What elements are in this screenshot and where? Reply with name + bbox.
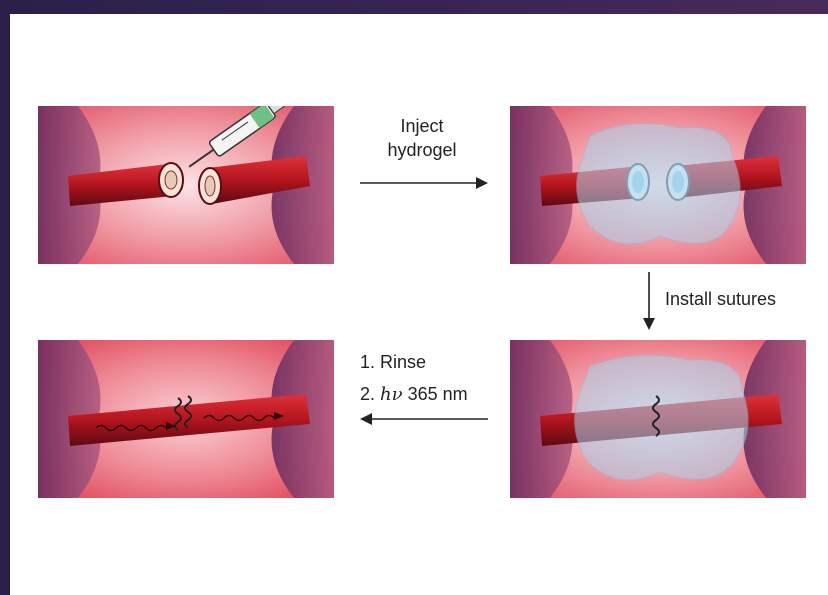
panel-4-illustration bbox=[38, 340, 334, 498]
irradiation-step-label: 2. hν 365 nm bbox=[360, 382, 468, 407]
inject-line2: hydrogel bbox=[376, 138, 468, 162]
down-arrow-icon bbox=[642, 272, 656, 330]
panel-1-illustration bbox=[38, 106, 334, 264]
inject-hydrogel-label: Inject hydrogel bbox=[376, 114, 468, 162]
panel-sutured-vessel bbox=[510, 340, 806, 498]
left-arrow-icon bbox=[360, 412, 488, 426]
panel-2-illustration bbox=[510, 106, 806, 264]
panel-repaired-vessel bbox=[38, 340, 334, 498]
step2-wavelength: 365 nm bbox=[408, 384, 468, 404]
light-symbol: hν bbox=[380, 384, 403, 405]
panel-3-illustration bbox=[510, 340, 806, 498]
right-arrow-icon bbox=[360, 176, 488, 190]
panel-severed-vessel bbox=[38, 106, 334, 264]
install-sutures-label: Install sutures bbox=[665, 287, 776, 311]
inject-line1: Inject bbox=[376, 114, 468, 138]
step2-prefix: 2. bbox=[360, 384, 375, 404]
panel-hydrogel-applied bbox=[510, 106, 806, 264]
rinse-step-label: 1. Rinse bbox=[360, 350, 426, 374]
